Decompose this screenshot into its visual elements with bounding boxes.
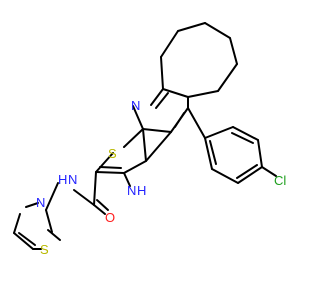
- bond: [47, 229, 61, 241]
- bond: [45, 182, 59, 211]
- bond: [93, 171, 97, 206]
- bond: [142, 128, 147, 162]
- bond: [123, 160, 147, 174]
- bond: [142, 128, 172, 133]
- bond: [231, 132, 254, 144]
- thiazole-ring: [13, 182, 61, 250]
- bond: [123, 172, 131, 187]
- structure-diagram: N S N H H N O N S Cl: [13, 22, 286, 257]
- bond: [25, 202, 39, 208]
- bond: [211, 168, 239, 184]
- amine-nitrogen-label: N: [127, 183, 136, 198]
- bond: [204, 22, 231, 39]
- bond: [93, 204, 106, 215]
- bond: [217, 63, 238, 92]
- pyridine-nitrogen-label: N: [131, 98, 140, 113]
- bond: [95, 171, 125, 174]
- amide-hydrogen-label: H: [58, 172, 67, 187]
- bond: [96, 199, 109, 211]
- bond: [229, 37, 238, 65]
- cycloheptane-ring: [160, 22, 238, 98]
- chlorophenyl-ring: [187, 107, 277, 184]
- atom-labels: N S N H H N O N S Cl: [36, 98, 286, 257]
- bond: [204, 126, 234, 139]
- bond: [174, 112, 185, 128]
- molecule-canvas: N S N H H N O N S Cl: [13, 22, 286, 257]
- bond: [123, 128, 144, 148]
- bond: [236, 164, 258, 179]
- bond: [187, 90, 219, 98]
- bond: [187, 107, 206, 139]
- chlorine-label: Cl: [274, 173, 286, 188]
- bond: [18, 232, 36, 246]
- bond: [95, 152, 114, 173]
- bond: [145, 131, 172, 162]
- bond: [150, 88, 164, 106]
- bond: [160, 30, 179, 58]
- thiazole-sulfur-label: S: [40, 242, 49, 257]
- bond: [237, 166, 263, 184]
- amine-amide-group: [73, 171, 131, 215]
- bond: [204, 137, 213, 170]
- bond: [257, 139, 263, 168]
- bond: [177, 22, 206, 32]
- thiophene-ring: [95, 128, 172, 174]
- bond: [13, 213, 21, 234]
- carbonyl-oxygen-label: O: [105, 210, 115, 225]
- amide-nitrogen-label: N: [68, 172, 77, 187]
- pyridine-ring: [132, 88, 189, 133]
- amine-hydrogen-label: H: [137, 183, 146, 198]
- bond: [99, 166, 122, 169]
- bond: [45, 209, 53, 233]
- thiazole-nitrogen-label: N: [36, 195, 45, 210]
- bond: [132, 105, 144, 130]
- thiophene-sulfur-label: S: [108, 146, 117, 161]
- bond: [155, 92, 169, 109]
- bond: [73, 189, 95, 206]
- bond: [160, 56, 164, 90]
- bond: [261, 166, 277, 177]
- bond: [209, 140, 217, 165]
- bond: [13, 232, 34, 250]
- bond: [162, 88, 189, 98]
- bond: [232, 126, 259, 141]
